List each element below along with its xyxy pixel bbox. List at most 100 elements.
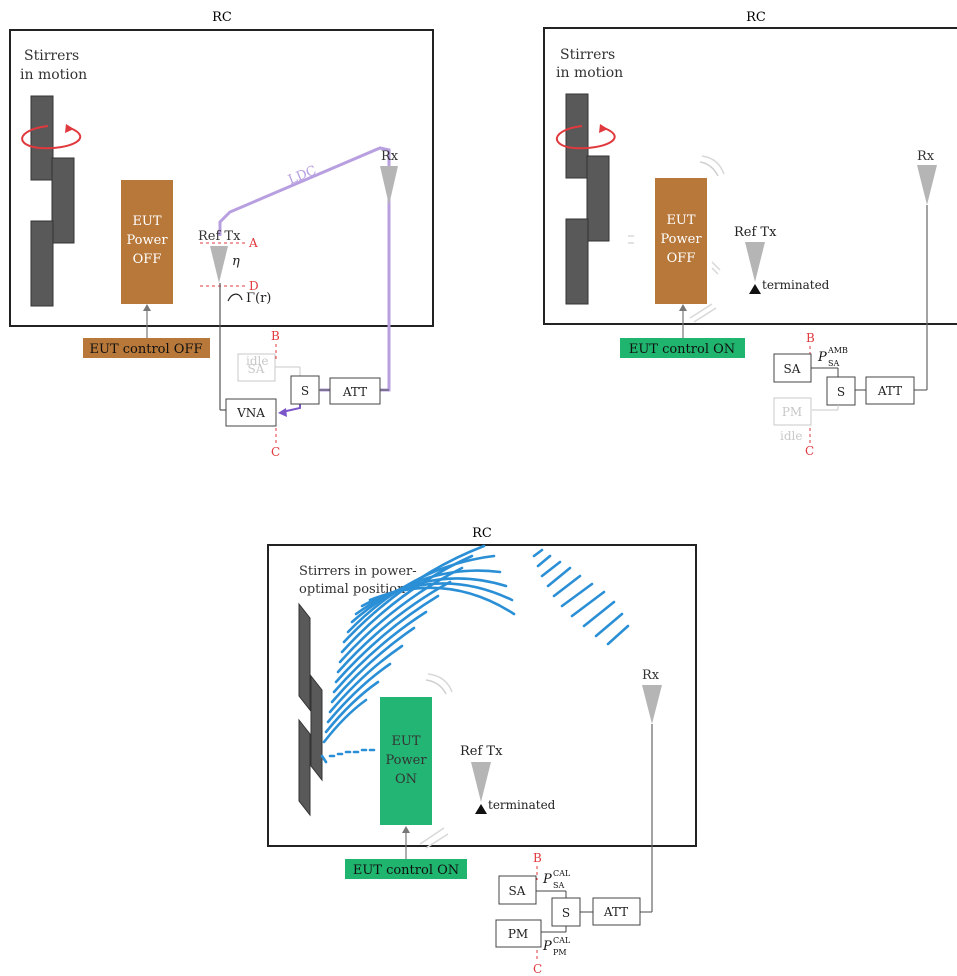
panel1-vna-box	[225, 398, 277, 427]
panel3-stirrers-label-2: optimal position	[299, 582, 406, 597]
panel1-eut-label-2: Power	[126, 233, 168, 248]
panel3-p-sa-cal-main: P	[542, 872, 552, 887]
panel2-p-sa-amb-sup: AMB	[827, 346, 848, 355]
panel2-rx-antenna-icon	[917, 165, 937, 205]
panel1-rx-antenna-icon	[380, 166, 398, 205]
panel1-stirrer-blade	[30, 220, 54, 307]
panel2-sa-label: SA	[784, 362, 801, 376]
panel1-rotation-arrow-icon	[21, 125, 82, 150]
panel1-plane-c-label: C	[271, 445, 280, 459]
panel3-eut-control-box	[345, 859, 467, 879]
panel1-reflection-arrow-icon	[227, 293, 243, 302]
panel2-eut-control-label: EUT control ON	[629, 342, 735, 357]
panel-calibration-on: RC Stirrers in power- optimal position E…	[267, 526, 697, 976]
panel3-stirrers-label: Stirrers in power-	[299, 564, 417, 579]
panel1-eut-label-3: OFF	[133, 252, 162, 267]
panel3-eut-control-label: EUT control ON	[353, 863, 459, 878]
panel2-emission-arc	[711, 261, 721, 275]
panel3-terminator-icon	[475, 804, 487, 814]
panel3-switch-label: S	[562, 906, 570, 920]
panel3-emission-arc	[425, 679, 447, 695]
panel2-stirrers-label: Stirrers	[560, 47, 615, 63]
panel2-plane-b-label: B	[806, 331, 815, 345]
panel3-rx-antenna-icon	[642, 685, 662, 724]
panel2-emission-arc	[628, 235, 634, 244]
panel3-p-pm-cal-main: P	[542, 939, 552, 954]
panel3-wave-group-main	[322, 544, 516, 744]
panel3-p-pm-cal-sup: CAL	[553, 936, 571, 945]
panel2-terminator-icon	[749, 284, 761, 294]
panel3-p-pm-cal-sub: PM	[553, 948, 567, 957]
panel2-idle-label: idle	[780, 429, 802, 443]
panel3-stirrer-blade	[298, 602, 311, 712]
panel1-eut-control-box	[83, 338, 210, 358]
panel1-stirrers-label: Stirrers	[24, 48, 79, 64]
panel2-eut-label-2: Power	[660, 232, 702, 247]
panel1-chamber	[9, 29, 434, 327]
panel3-wave-group-right	[532, 548, 630, 646]
panel2-control-arrowhead-icon	[679, 304, 687, 311]
panel2-stirrers-label-2: in motion	[556, 65, 623, 81]
panel3-ref-tx-label: Ref Tx	[460, 744, 503, 759]
panel1-idle-label: idle	[246, 354, 268, 368]
panel3-ref-tx-antenna-icon	[471, 762, 491, 802]
panel1-vna-label: VNA	[236, 406, 265, 420]
panel1-stirrers-label-2: in motion	[20, 67, 87, 83]
panel3-eut-box	[380, 697, 432, 825]
panel1-eut-control-label: EUT control OFF	[90, 342, 203, 357]
panel-calibration-off: RC Stirrers in motion EUT Power OFF EUT …	[9, 10, 434, 459]
panel1-ref-tx-label: Ref Tx	[198, 229, 241, 244]
panel3-plane-b-label: B	[533, 851, 542, 865]
panel1-control-arrowhead-icon	[143, 304, 151, 311]
panel3-sa-label: SA	[509, 884, 526, 898]
panel1-plane-a-label: A	[248, 236, 258, 250]
panel2-ref-tx-label: Ref Tx	[734, 225, 777, 240]
panel2-rotation-arrowhead-icon	[599, 124, 608, 133]
panel1-eut-label-1: EUT	[132, 214, 161, 229]
panel2-switch-label: S	[837, 385, 845, 399]
panel1-stirrer-blade	[51, 157, 75, 244]
panel2-emission-arc	[701, 155, 725, 175]
panel2-att-label: ATT	[877, 384, 902, 398]
panel1-plane-d-label: D	[249, 279, 259, 293]
panel1-plane-b-label: B	[271, 329, 280, 343]
panel3-chamber	[267, 544, 697, 847]
panel3-rx-label: Rx	[642, 668, 660, 683]
panel3-sa-box	[498, 875, 537, 905]
panel2-eut-box	[655, 178, 707, 304]
panel3-pm-box	[495, 919, 542, 948]
panel2-pm-box	[773, 397, 812, 426]
panel3-wave-group-left	[320, 748, 376, 764]
panel-ambient: RC Stirrers in motion EUT Power OFF Ref …	[543, 10, 957, 458]
panel3-att-box	[592, 897, 641, 926]
panel1-eta-label: η	[232, 254, 240, 269]
panel1-att-box	[329, 377, 381, 405]
panel2-stirrer-blade	[586, 155, 610, 242]
panel2-p-sa-amb-sub: SA	[828, 359, 839, 368]
panel1-att-label: ATT	[342, 385, 367, 399]
panel3-p-sa-cal-sup: CAL	[553, 869, 571, 878]
panel1-stirrer-blade	[30, 95, 54, 181]
panel3-plane-c-label: C	[533, 962, 542, 976]
panel1-ldc-label: LDC	[286, 163, 319, 188]
panel3-att-label: ATT	[603, 905, 628, 919]
panel2-emission-arc	[689, 303, 717, 323]
panel2-pm-label: PM	[782, 405, 802, 419]
panel2-rotation-arrow-icon	[555, 125, 616, 150]
panel2-eut-control-box	[620, 338, 745, 358]
panel3-stirrer-blade	[310, 674, 323, 782]
panel1-chamber-label: RC	[212, 10, 232, 25]
panel2-ref-tx-antenna-icon	[745, 242, 765, 282]
panel3-eut-label-1: EUT	[391, 734, 420, 749]
panel3-emission-arc	[427, 673, 453, 693]
panel3-stirrer-blade	[298, 718, 311, 817]
panel3-eut-label-2: Power	[385, 753, 427, 768]
panel3-chamber-label: RC	[472, 526, 492, 541]
panel2-rx-label: Rx	[917, 149, 935, 164]
panel2-emission-arc	[699, 161, 719, 177]
panel1-switch-label: S	[301, 384, 309, 398]
panel2-eut-label-3: OFF	[667, 251, 696, 266]
panel1-ref-tx-antenna-icon	[210, 246, 228, 283]
panel2-stirrer-blade	[565, 218, 589, 305]
panel1-gamma-label: Γ(r)	[246, 291, 271, 306]
